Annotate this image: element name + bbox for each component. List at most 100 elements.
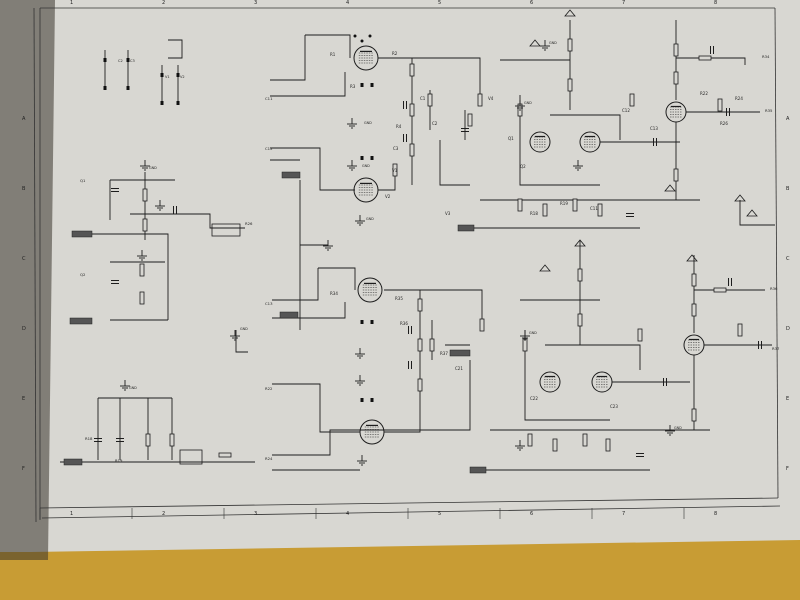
resistor xyxy=(218,452,232,458)
tiny-label: 4 xyxy=(346,511,349,517)
tiny-label: Q2 xyxy=(80,272,86,277)
resistor xyxy=(629,93,635,107)
capacitor xyxy=(728,278,732,286)
tiny-label: C2 xyxy=(118,59,123,63)
tiny-label: E xyxy=(786,396,789,402)
tiny-label: 5 xyxy=(438,511,441,517)
connector-pin xyxy=(370,398,374,402)
tiny-label: 1 xyxy=(70,511,73,517)
capacitor xyxy=(636,453,644,457)
wire xyxy=(545,344,641,370)
resistor xyxy=(713,287,727,293)
connector-pin xyxy=(360,398,364,402)
tiny-label: B xyxy=(22,186,26,192)
tiny-label: F xyxy=(22,466,25,472)
resistor xyxy=(522,338,528,352)
wire xyxy=(75,233,169,320)
resistor xyxy=(417,378,423,392)
connector-pin xyxy=(360,83,364,87)
tiny-label: GND xyxy=(524,101,532,105)
tiny-label: R1 xyxy=(330,52,336,57)
tube-envelope xyxy=(353,177,379,203)
vacuum-tube xyxy=(683,334,705,356)
tiny-label: R18 xyxy=(85,436,93,441)
resistor xyxy=(542,203,548,217)
tiny-label: 7 xyxy=(622,511,625,517)
wire xyxy=(524,330,610,421)
vacuum-tube xyxy=(353,45,379,71)
connector-pin xyxy=(370,320,374,324)
wire xyxy=(439,140,470,186)
tiny-label: R4 xyxy=(396,124,402,129)
ground-symbol xyxy=(355,348,365,359)
resistor xyxy=(737,323,743,337)
tiny-label: C3 xyxy=(130,59,135,63)
tiny-label: R37 xyxy=(440,351,448,356)
capacitor xyxy=(173,206,177,214)
drawing-frame xyxy=(33,7,781,523)
wire xyxy=(739,200,775,226)
ground-symbol xyxy=(140,160,150,171)
tiny-label: R36 xyxy=(770,286,778,291)
tiny-label: 2 xyxy=(162,0,165,6)
resistor xyxy=(577,268,583,282)
wire xyxy=(235,330,248,353)
wire xyxy=(270,35,306,81)
capacitor xyxy=(408,361,412,369)
resistor xyxy=(477,93,483,107)
connector-pin xyxy=(370,83,374,87)
tiny-label: GND xyxy=(129,386,137,390)
tiny-label: A xyxy=(22,116,26,122)
dark-net-tag xyxy=(281,171,301,179)
resistor xyxy=(142,218,148,232)
resistor xyxy=(142,188,148,202)
tiny-label: 6 xyxy=(530,0,533,6)
capacitor xyxy=(111,188,119,192)
ground-symbol xyxy=(230,330,240,341)
capacitor xyxy=(710,46,714,54)
tiny-label: C22 xyxy=(530,396,538,401)
wire xyxy=(272,360,471,456)
tiny-label: R22 xyxy=(265,386,273,391)
wire xyxy=(384,415,421,433)
capacitor xyxy=(116,438,124,442)
tiny-label: R35 xyxy=(765,108,773,113)
resistor xyxy=(717,98,723,112)
tiny-label: R19 xyxy=(560,201,568,206)
tiny-label: A xyxy=(786,116,790,122)
tiny-label: C11 xyxy=(590,206,598,211)
tiny-label: B xyxy=(786,186,790,192)
tiny-label: R37 xyxy=(772,346,780,351)
resistor xyxy=(409,103,415,117)
resistor xyxy=(691,303,697,317)
ground-symbol xyxy=(357,455,367,466)
vacuum-tube xyxy=(529,131,551,153)
wire xyxy=(519,95,600,186)
tiny-label: GND xyxy=(149,166,157,170)
connector-pin xyxy=(370,156,374,160)
tiny-label: D xyxy=(22,326,26,332)
tiny-label: 7 xyxy=(622,0,625,6)
resistor xyxy=(673,168,679,182)
tiny-label: C13 xyxy=(265,301,273,306)
resistor xyxy=(479,318,485,332)
ground-symbol xyxy=(515,440,525,451)
circuit-lines xyxy=(39,20,775,519)
tiny-label: V3 xyxy=(445,211,451,216)
capacitor xyxy=(726,108,730,116)
tiny-label: C3 xyxy=(393,146,399,151)
ground-symbol xyxy=(347,160,357,171)
resistor xyxy=(517,198,523,212)
wire xyxy=(318,267,356,290)
ground-symbol xyxy=(540,40,550,51)
vacuum-tube xyxy=(665,101,687,123)
dark-net-tag xyxy=(449,349,471,357)
tiny-label: R2 xyxy=(392,51,398,56)
dark-net-tag xyxy=(469,466,487,474)
vacuum-tube xyxy=(357,277,383,303)
capacitor xyxy=(94,438,102,442)
wire xyxy=(272,268,319,301)
